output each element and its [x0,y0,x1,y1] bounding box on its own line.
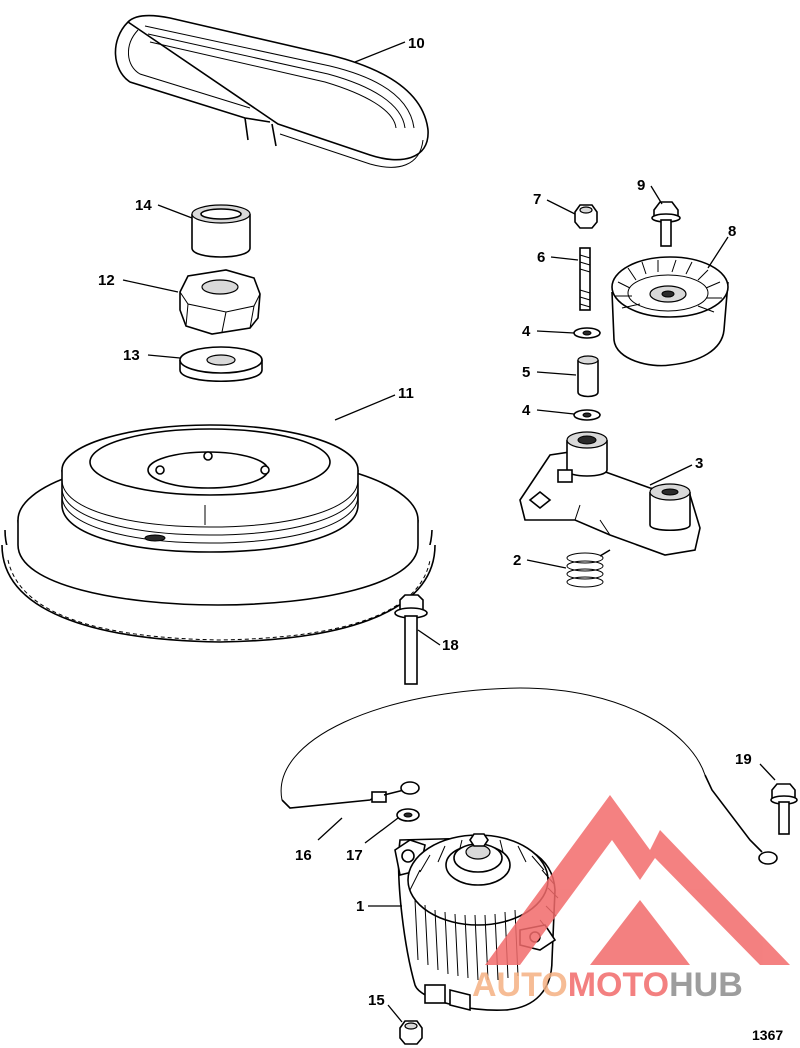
tensioner-arm-part [519,431,701,556]
callout-8: 8 [728,223,736,240]
watermark-text-auto: AUTO [472,966,568,1004]
callout-16: 16 [295,847,312,864]
belt-part [114,14,429,168]
watermark-text-moto: MOTO [568,966,669,1004]
watermark-logo [485,795,790,965]
callout-15: 15 [368,992,385,1009]
callout-14: 14 [135,197,152,214]
ground-cable-part [280,687,778,865]
bolt-part-9 [651,201,681,247]
leader-lines [122,41,776,1023]
nut-part [179,269,261,335]
bolt-part-18 [394,594,428,685]
callout-1: 1 [356,898,364,915]
callout-5: 5 [522,364,530,381]
callout-18: 18 [442,637,459,654]
flywheel-part [1,424,436,643]
washer-part-13 [179,346,263,382]
callout-10: 10 [408,35,425,52]
nut-part-7 [574,204,598,229]
bolt-part-19 [770,783,798,835]
callout-6: 6 [537,249,545,266]
callout-4-lower: 4 [522,402,531,419]
callout-2: 2 [513,552,521,569]
washer-part-4-upper [573,327,601,339]
bushing-part [191,204,251,258]
stud-part [579,247,591,311]
nut-part-15 [399,1020,423,1045]
spacer-part [577,355,599,398]
callout-3: 3 [695,455,703,472]
watermark-text-hub: HUB [669,966,743,1004]
callout-13: 13 [123,347,140,364]
figure-id: 1367 [752,1027,783,1043]
spring-part [566,549,611,588]
callout-11: 11 [398,385,414,402]
watermark-triangle [485,795,790,965]
callout-19: 19 [735,751,752,768]
washer-part-4-lower [573,409,601,421]
washer-part-17 [396,808,420,822]
callout-7: 7 [533,191,541,208]
callout-labels: 10 14 12 13 11 7 9 6 8 4 5 4 3 2 18 19 1… [98,35,752,1009]
callout-9: 9 [637,177,645,194]
idler-pulley-part [611,256,729,367]
callout-17: 17 [346,847,363,864]
callout-12: 12 [98,272,115,289]
watermark-text: AUTOMOTOHUB [472,966,743,1004]
callout-4-upper: 4 [522,323,531,340]
